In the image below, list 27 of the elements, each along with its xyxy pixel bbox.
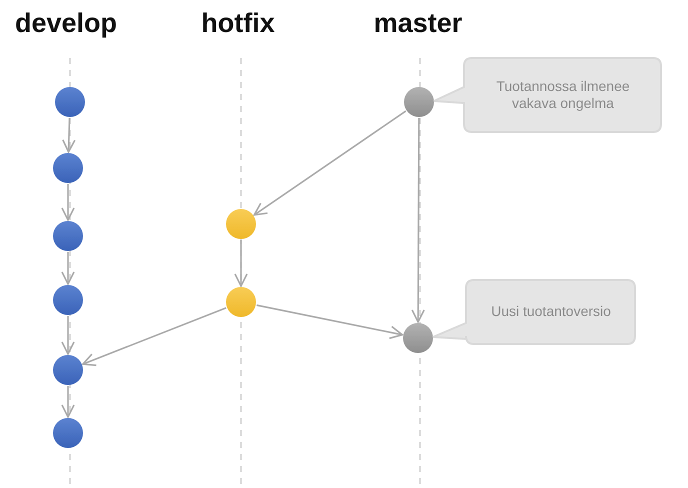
arrow: [61, 252, 75, 285]
arrow: [253, 110, 406, 216]
develop-commit-circle: [55, 87, 85, 117]
hotfix-commit-circle: [226, 209, 256, 239]
branch-heading: master: [374, 8, 462, 39]
develop-commit-circle: [53, 153, 83, 183]
callout-bubble: [432, 279, 636, 345]
arrow: [411, 118, 425, 323]
branch-heading: hotfix: [201, 8, 275, 39]
master-commit-circle: [403, 323, 433, 353]
develop-commit-circle: [53, 221, 83, 251]
arrow: [61, 316, 75, 355]
master-commit-circle: [404, 87, 434, 117]
arrow: [61, 386, 75, 418]
arrow: [61, 184, 75, 221]
hotfix-commit-circle: [226, 287, 256, 317]
arrow: [82, 307, 226, 366]
callout-text: Uusi tuotantoversio: [490, 302, 612, 322]
arrow: [234, 240, 248, 287]
branch-heading: develop: [14, 8, 118, 39]
develop-commit-circle: [53, 355, 83, 385]
callout-text: Tuotannossa ilmenee vakava ongelma: [495, 76, 631, 113]
callout-bubble: [433, 57, 662, 133]
develop-commit-circle: [53, 418, 83, 448]
arrow: [62, 118, 76, 153]
develop-commit-circle: [53, 285, 83, 315]
arrow: [256, 304, 404, 340]
